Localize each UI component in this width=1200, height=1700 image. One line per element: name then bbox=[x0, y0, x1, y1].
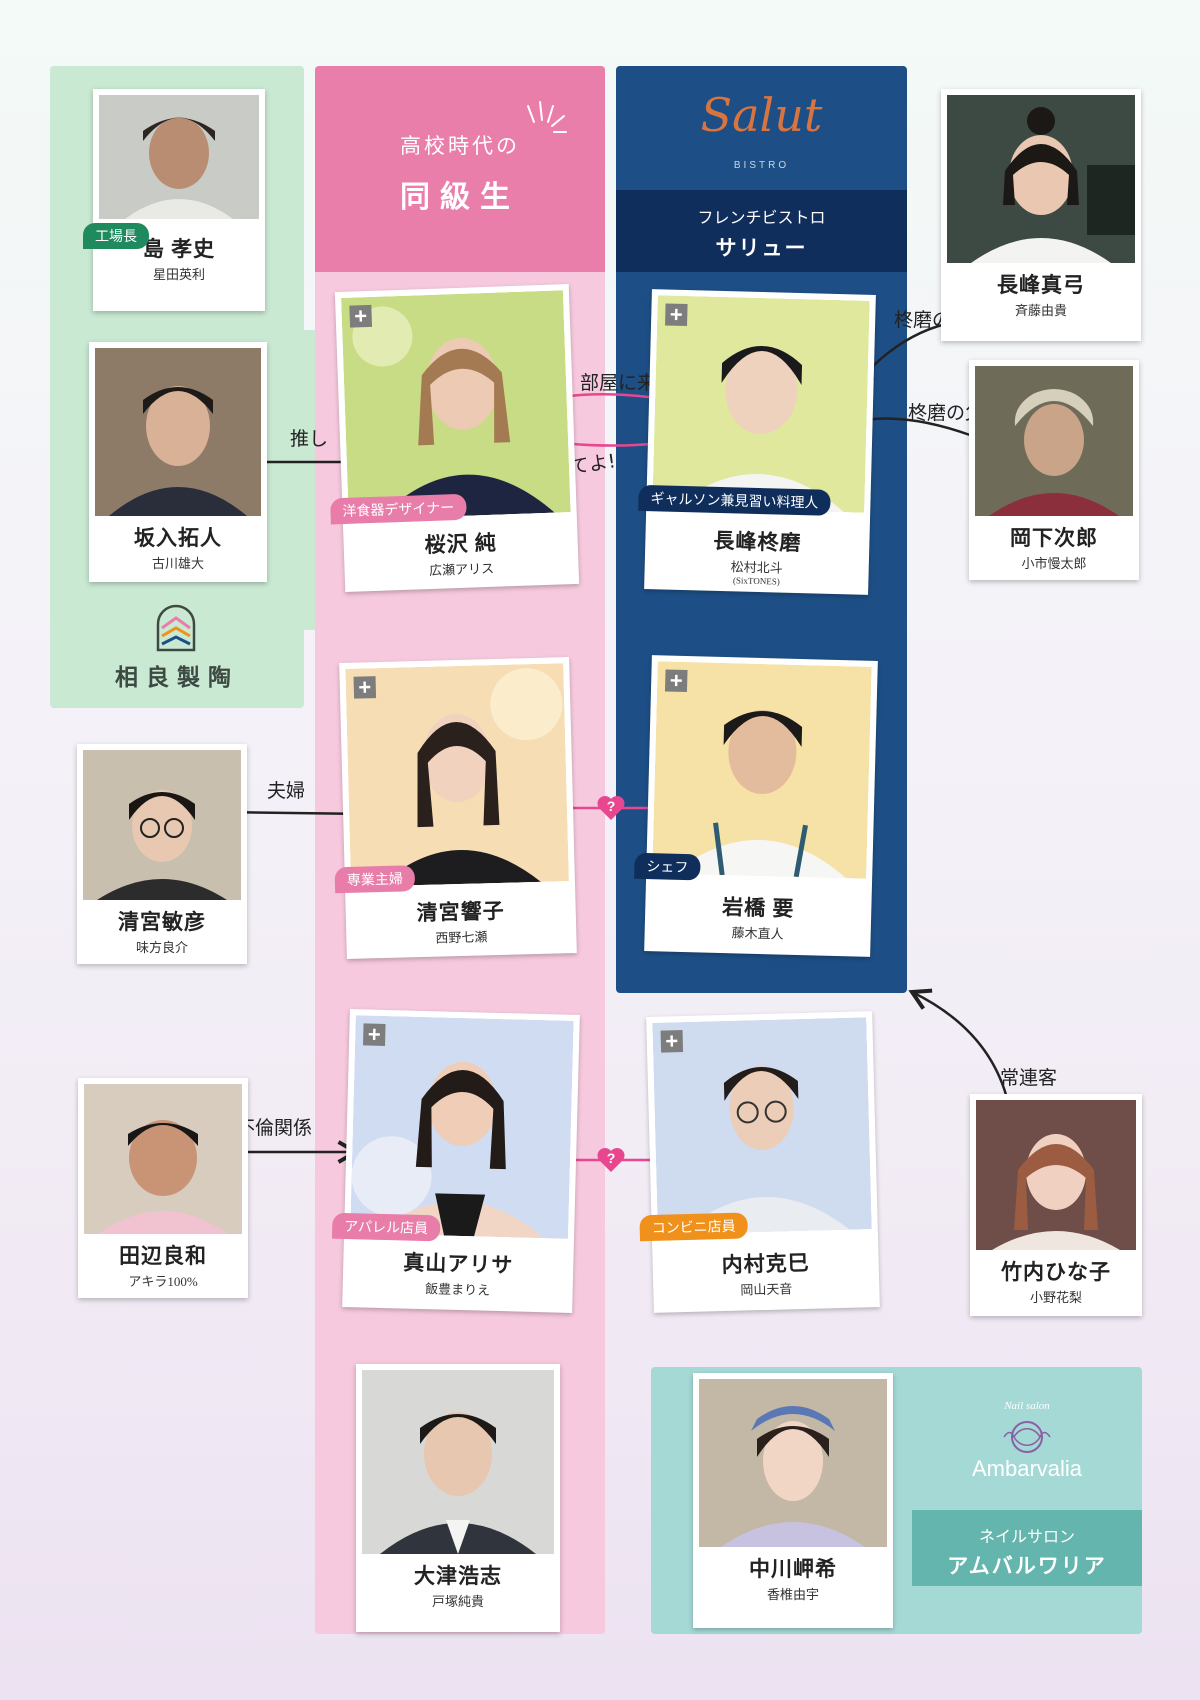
sparkle-icon bbox=[527, 101, 567, 133]
portrait-photo: + bbox=[652, 295, 870, 513]
portrait-photo bbox=[975, 366, 1133, 516]
relation-label-oshi: 推し bbox=[290, 428, 329, 450]
character-card-nagamine-toma[interactable]: + ギャルソン兼見習い料理人 長峰柊磨 松村北斗 (SixTONES) bbox=[638, 289, 876, 595]
portrait-photo bbox=[84, 1084, 242, 1234]
character-name: 清宮敏彦 bbox=[118, 910, 206, 934]
nail-logo-emblem-icon bbox=[1003, 1421, 1051, 1453]
character-name: 長峰真弓 bbox=[997, 273, 1085, 297]
nail-heading-line2: アムバルワリア bbox=[947, 1554, 1107, 1578]
character-card-otsu[interactable]: 大津浩志 戸塚純貴 bbox=[356, 1364, 560, 1632]
bistro-logo: Salut bbox=[700, 88, 823, 142]
portrait-photo bbox=[95, 348, 261, 516]
character-name: 中川岬希 bbox=[749, 1557, 837, 1581]
actor-name: 斉藤由貴 bbox=[1014, 303, 1067, 318]
nail-logo-text: Ambarvalia bbox=[971, 1456, 1083, 1481]
relation-label-furin: 不倫関係 bbox=[236, 1117, 313, 1139]
nail-salon-header-band bbox=[912, 1510, 1142, 1586]
sagara-logo-icon bbox=[156, 604, 196, 652]
actor-name: 戸塚純貴 bbox=[431, 1594, 484, 1609]
portrait-photo bbox=[976, 1100, 1136, 1250]
sagara-company-name: 相良製陶 bbox=[115, 665, 239, 690]
heart-question-mark: ? bbox=[606, 1150, 616, 1166]
portrait-photo: + bbox=[652, 661, 872, 879]
relation-label-chichi: 柊磨の父 bbox=[908, 402, 985, 424]
character-card-uchimura[interactable]: + コンビニ店員 内村克巳 岡山天音 bbox=[639, 1011, 880, 1313]
portrait-photo bbox=[699, 1379, 887, 1547]
portrait-photo bbox=[99, 95, 259, 219]
bistro-heading-line2: サリュー bbox=[715, 236, 808, 260]
portrait-photo: + bbox=[341, 290, 571, 520]
portrait-photo: + bbox=[652, 1017, 872, 1235]
actor-name: 小市慢太郎 bbox=[1021, 556, 1087, 571]
role-tag: アパレル店員 bbox=[331, 1212, 441, 1242]
character-card-tanabe[interactable]: 田辺良和 アキラ100% bbox=[78, 1078, 248, 1298]
expand-plus-icon[interactable]: + bbox=[660, 1028, 684, 1054]
actor-name: アキラ100% bbox=[128, 1274, 198, 1289]
character-name: 清宮響子 bbox=[416, 898, 506, 926]
bistro-heading-line1: フレンチビストロ bbox=[697, 210, 826, 227]
character-card-okashita[interactable]: 岡下次郎 小市慢太郎 bbox=[969, 360, 1139, 580]
character-name: 内村克巳 bbox=[721, 1250, 810, 1278]
heart-question-mark: ? bbox=[606, 798, 616, 814]
portrait-photo bbox=[362, 1370, 554, 1554]
role-tag: 洋食器デザイナー bbox=[330, 493, 467, 525]
character-name: 坂入拓人 bbox=[134, 526, 222, 550]
expand-plus-icon[interactable]: + bbox=[362, 1022, 386, 1047]
bistro-logo-sub: BISTRO bbox=[733, 160, 790, 171]
character-name: 田辺良和 bbox=[119, 1244, 207, 1268]
actor-name: 香椎由宇 bbox=[766, 1587, 819, 1602]
character-card-sakurazawa[interactable]: + 洋食器デザイナー 桜沢 純 広瀬アリス bbox=[330, 284, 580, 592]
role-tag: 専業主婦 bbox=[334, 865, 416, 894]
actor-name: 味方良介 bbox=[135, 940, 188, 955]
expand-plus-icon[interactable]: + bbox=[349, 303, 373, 329]
expand-plus-icon[interactable]: + bbox=[665, 302, 688, 327]
bistro-header-band bbox=[616, 190, 907, 272]
character-card-iwahashi[interactable]: + シェフ 岩橋 要 藤木直人 bbox=[634, 655, 878, 957]
nail-heading-line1: ネイルサロン bbox=[978, 1529, 1075, 1546]
relation-label-fuufu: 夫婦 bbox=[267, 780, 306, 802]
character-name: 岡下次郎 bbox=[1010, 526, 1098, 550]
uncertain-romance-heart-icon: ? bbox=[596, 794, 626, 822]
role-tag: シェフ bbox=[634, 852, 701, 881]
role-tag: 工場長 bbox=[83, 223, 149, 249]
relation-label-joren: 常連客 bbox=[1000, 1067, 1058, 1089]
role-tag: ギャルソン兼見習い料理人 bbox=[638, 484, 831, 516]
character-card-takeuchi[interactable]: 竹内ひな子 小野花梨 bbox=[970, 1094, 1142, 1316]
character-name: 長峰柊磨 bbox=[713, 528, 802, 556]
role-tag: コンビニ店員 bbox=[639, 1212, 748, 1242]
character-card-mayama[interactable]: + アパレル店員 真山アリサ 飯豊まりえ bbox=[331, 1009, 580, 1313]
character-card-sakairi[interactable]: 坂入拓人 古川雄大 bbox=[89, 342, 267, 582]
classmates-heading-line2: 同級生 bbox=[400, 181, 520, 214]
nail-logo-small: Nail salon bbox=[1004, 1400, 1050, 1412]
expand-plus-icon[interactable]: + bbox=[664, 668, 688, 693]
portrait-photo bbox=[947, 95, 1135, 263]
actor-name: 古川雄大 bbox=[151, 556, 204, 571]
portrait-photo bbox=[83, 750, 241, 900]
character-name: 真山アリサ bbox=[403, 1250, 514, 1278]
classmates-heading-line1: 高校時代の bbox=[400, 134, 520, 158]
classmates-header bbox=[315, 66, 605, 272]
character-name: 岩橋 要 bbox=[721, 895, 795, 921]
character-name: 竹内ひな子 bbox=[1001, 1260, 1111, 1284]
character-card-kiyomiya-kyoko[interactable]: + 専業主婦 清宮響子 西野七瀬 bbox=[334, 657, 577, 959]
character-card-kiyomiya-toshihiko[interactable]: 清宮敏彦 味方良介 bbox=[77, 744, 247, 964]
character-card-shima[interactable]: 工場長 島 孝史 星田英利 bbox=[83, 89, 265, 311]
character-name: 島 孝史 bbox=[142, 237, 216, 261]
character-card-nagamine-mayumi[interactable]: 長峰真弓 斉藤由貴 bbox=[941, 89, 1141, 341]
character-card-nakagawa[interactable]: 中川岬希 香椎由宇 bbox=[693, 1373, 893, 1628]
portrait-photo: + bbox=[345, 663, 569, 887]
character-name: 大津浩志 bbox=[414, 1564, 502, 1588]
portrait-photo: + bbox=[350, 1015, 574, 1239]
uncertain-romance-heart-icon: ? bbox=[596, 1146, 626, 1174]
actor-name: 星田英利 bbox=[152, 267, 205, 282]
actor-name: 小野花梨 bbox=[1029, 1290, 1082, 1305]
expand-plus-icon[interactable]: + bbox=[353, 674, 377, 700]
